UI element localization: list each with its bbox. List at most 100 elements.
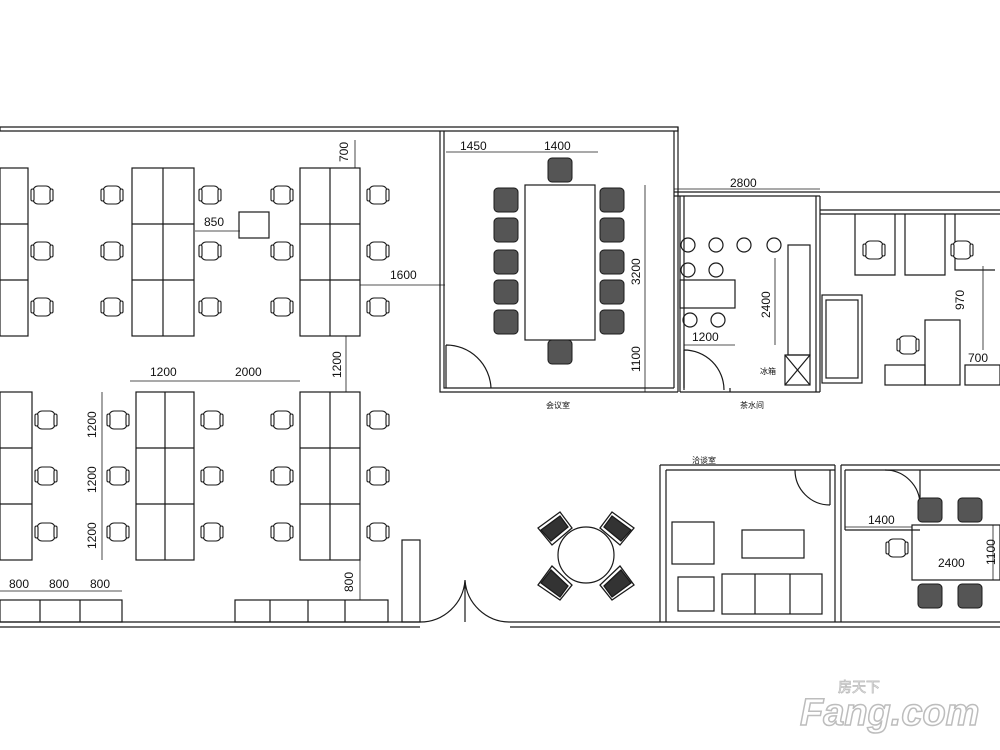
office-chair-icon <box>366 241 390 261</box>
office-chair-icon <box>30 297 54 317</box>
dimension-labels: 700 850 1600 1200 1200 2000 1200 1200 12… <box>9 139 998 592</box>
office-chair-icon <box>896 335 920 355</box>
office-chair-icon <box>366 297 390 317</box>
office-chair-icon <box>198 241 222 261</box>
office-chair-icon <box>106 466 130 486</box>
watermark-cn: 房天下 <box>838 679 880 695</box>
office-chair-icon <box>862 240 886 260</box>
dim-1600: 1600 <box>390 268 417 282</box>
pantry-stools <box>680 237 782 328</box>
office-chair-icon <box>200 522 224 542</box>
meeting-chair-icon <box>917 583 943 609</box>
dim-1200-desk: 1200 <box>150 365 177 379</box>
fridge <box>784 354 811 386</box>
office-chair-icon <box>270 297 294 317</box>
meeting-chairs <box>493 157 983 609</box>
meeting-door <box>445 344 492 389</box>
meeting-room-wall <box>439 131 678 393</box>
dim-2400-pantry: 2400 <box>759 291 773 318</box>
chairs <box>30 185 974 558</box>
office-chair-icon <box>366 410 390 430</box>
office-chair-icon <box>106 410 130 430</box>
pantry-wall <box>674 191 1000 393</box>
office-chair-icon <box>270 241 294 261</box>
meeting-chair-icon <box>599 309 625 335</box>
meeting-chair-icon <box>599 249 625 275</box>
office-chair-icon <box>366 522 390 542</box>
pantry-label: 茶水间 <box>740 400 764 410</box>
dim-2000: 2000 <box>235 365 262 379</box>
office-chair-icon <box>366 185 390 205</box>
round-table <box>557 526 615 584</box>
dim-1400-meeting: 1400 <box>544 139 571 153</box>
dim-2800: 2800 <box>730 176 757 190</box>
fang-watermark-logo: Fang.com 房天下 <box>799 679 980 735</box>
lounge-chairs <box>537 511 635 601</box>
meeting-chair-icon <box>547 339 573 365</box>
office-chair-icon <box>100 185 124 205</box>
office-chair-icon <box>198 297 222 317</box>
dim-700-right: 700 <box>968 351 988 365</box>
workstations <box>0 167 1000 623</box>
office-chair-icon <box>366 466 390 486</box>
right-room-door <box>884 469 921 506</box>
dim-1100-meeting: 1100 <box>629 346 643 372</box>
office-chair-icon <box>270 410 294 430</box>
office-chair-icon <box>198 185 222 205</box>
dim-1200-row3: 1200 <box>85 522 99 549</box>
dim-800-bottom: 800 <box>342 572 356 592</box>
dim-970: 970 <box>953 290 967 310</box>
meeting-chair-icon <box>957 497 983 523</box>
negotiation-room-wall <box>659 464 1000 622</box>
fridge-label: 冰箱 <box>760 366 776 376</box>
negotiation-door <box>794 469 831 506</box>
dim-850: 850 <box>204 215 224 229</box>
dim-700-top: 700 <box>337 142 351 162</box>
dim-1100-right: 1100 <box>984 539 998 565</box>
office-chair-icon <box>100 241 124 261</box>
office-chair-icon <box>950 240 974 260</box>
office-chair-icon <box>270 466 294 486</box>
dimension-lines <box>0 140 994 600</box>
meeting-table <box>524 184 596 341</box>
plan-lines <box>0 126 1000 628</box>
office-chair-icon <box>106 522 130 542</box>
dim-1400-right: 1400 <box>868 513 895 527</box>
dim-800-b: 800 <box>49 577 69 591</box>
meeting-chair-icon <box>493 249 519 275</box>
meeting-chair-icon <box>493 309 519 335</box>
meeting-room-label: 会议室 <box>546 400 570 410</box>
office-chair-icon <box>100 297 124 317</box>
dim-3200: 3200 <box>629 258 643 285</box>
dim-1200-row1: 1200 <box>85 411 99 438</box>
dim-1200-col: 1200 <box>330 351 344 378</box>
pantry-door <box>683 349 725 391</box>
dim-2400-right: 2400 <box>938 556 965 570</box>
dim-800-c: 800 <box>90 577 110 591</box>
meeting-chair-icon <box>493 217 519 243</box>
office-chair-icon <box>34 466 58 486</box>
meeting-chair-icon <box>599 217 625 243</box>
dim-1450: 1450 <box>460 139 487 153</box>
meeting-chair-icon <box>493 187 519 213</box>
room-labels: 会议室 茶水间 洽谈室 冰箱 <box>546 366 776 465</box>
office-chair-icon <box>200 466 224 486</box>
meeting-chair-icon <box>599 279 625 305</box>
meeting-chair-icon <box>599 187 625 213</box>
office-chair-icon <box>34 410 58 430</box>
dim-1200-pantry: 1200 <box>692 330 719 344</box>
office-chair-icon <box>30 241 54 261</box>
outer-wall-top <box>0 126 679 132</box>
office-chair-icon <box>34 522 58 542</box>
outer-wall-bottom <box>0 621 1000 628</box>
entrance-door <box>419 579 511 623</box>
office-chair-icon <box>885 538 909 558</box>
meeting-chair-icon <box>957 583 983 609</box>
office-chair-icon <box>270 522 294 542</box>
watermark-brand: Fang.com <box>800 692 979 734</box>
office-chair-icon <box>270 185 294 205</box>
dim-800-a: 800 <box>9 577 29 591</box>
dim-1200-row2: 1200 <box>85 466 99 493</box>
meeting-chair-icon <box>493 279 519 305</box>
